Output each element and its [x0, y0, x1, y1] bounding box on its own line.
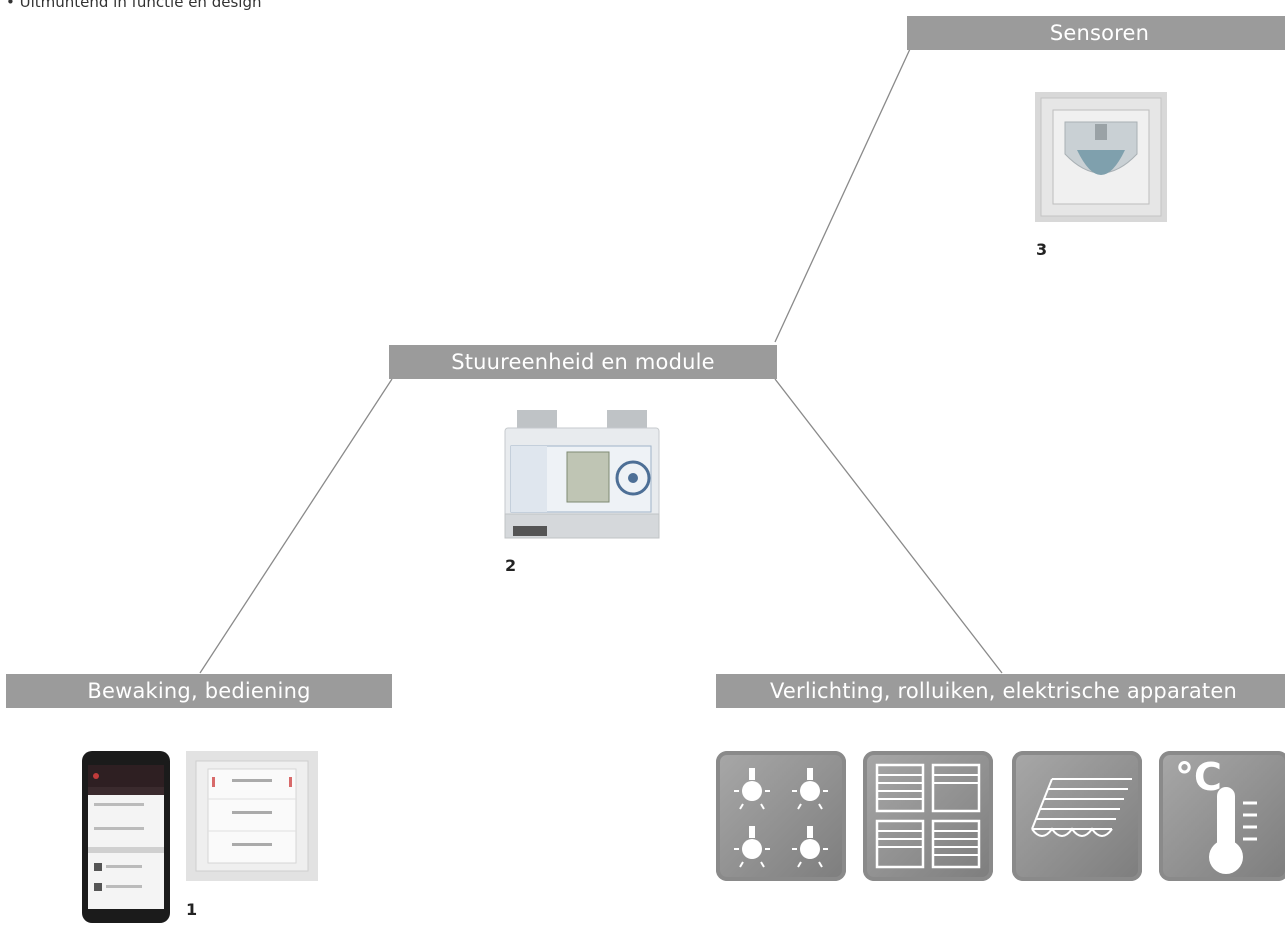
tile-awning [1012, 751, 1142, 881]
number-sensors: 3 [1036, 240, 1048, 259]
wall-switch-image [186, 751, 318, 881]
category-bar-monitoring: Bewaking, bediening [6, 674, 392, 708]
intro-bullet-text: • Uitmuntend in functie en design [6, 0, 262, 11]
category-bar-control-unit: Stuureenheid en module [389, 345, 777, 379]
tile-shutters [863, 751, 993, 881]
number-monitoring: 1 [186, 900, 198, 919]
category-bar-outputs: Verlichting, rolluiken, elektrische appa… [716, 674, 1285, 708]
tile-temperature: °C [1159, 751, 1285, 881]
connector-outputs [774, 378, 1003, 674]
control-unit-image [503, 408, 661, 540]
tile-lights [716, 751, 846, 881]
motion-sensor-image [1035, 92, 1167, 222]
roller-shutters-icon [875, 763, 981, 869]
celsius-label: °C [1175, 755, 1222, 799]
awning-icon [1031, 778, 1132, 837]
smartphone-app-image [82, 751, 170, 923]
connector-monitoring [199, 378, 393, 674]
thermometer-icon [1209, 787, 1257, 874]
light-bulbs-icon [734, 768, 828, 868]
category-bar-sensors: Sensoren [907, 16, 1285, 50]
connector-sensors [774, 48, 911, 343]
number-control-unit: 2 [505, 556, 517, 575]
